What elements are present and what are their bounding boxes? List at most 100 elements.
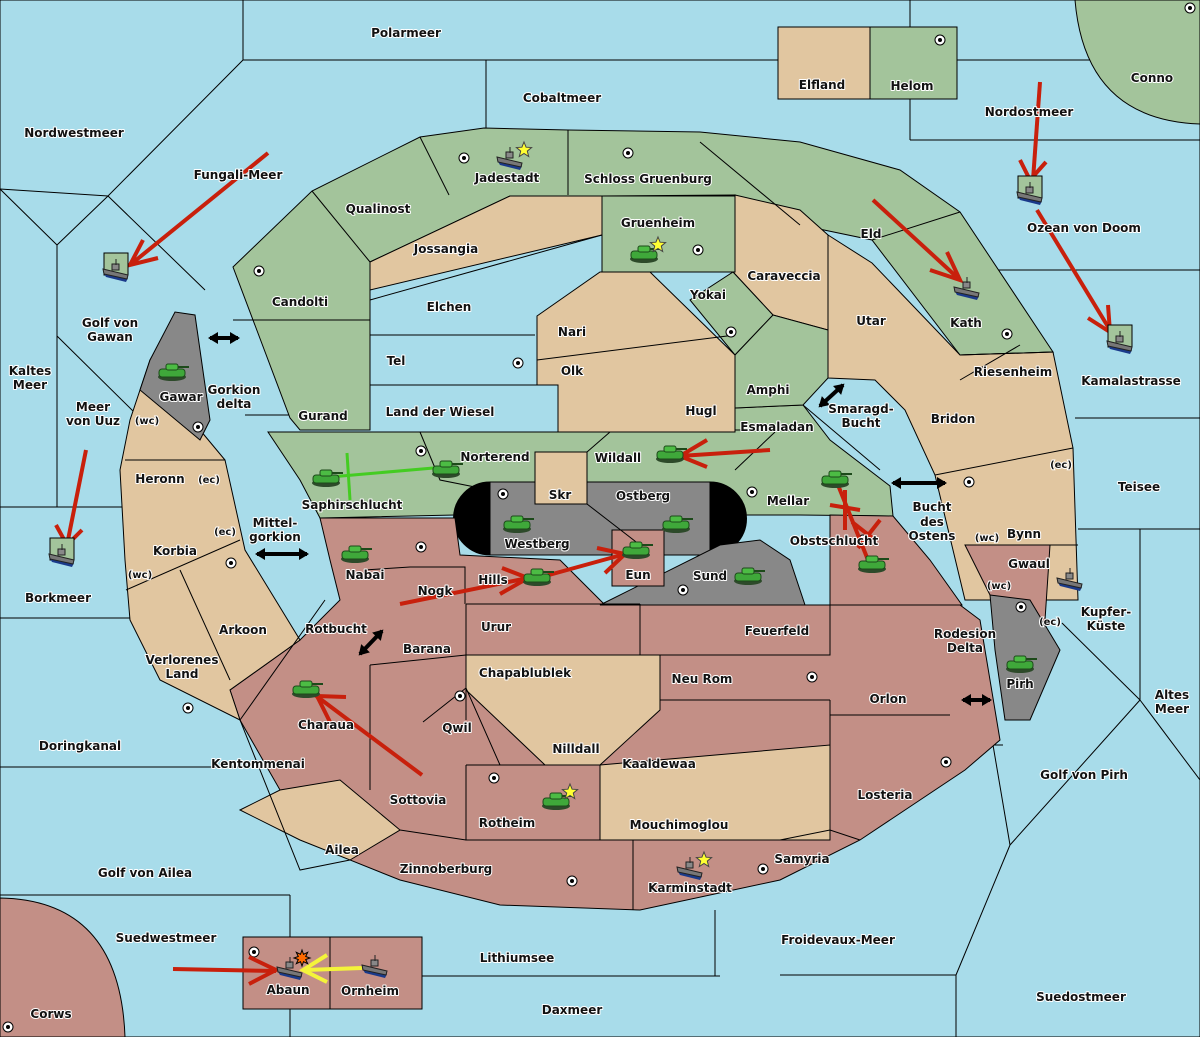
double-arrow-icon <box>208 332 240 344</box>
label-skr: Skr <box>549 488 572 502</box>
label-eun: Eun <box>625 568 650 582</box>
supply-center-icon <box>415 445 427 457</box>
label-hills: Hills <box>478 573 508 587</box>
fleet-unit[interactable] <box>676 850 713 880</box>
double-arrow-icon <box>818 383 845 408</box>
order-ornheim-support-abaun <box>304 966 363 972</box>
label-eld: Eld <box>861 227 882 241</box>
army-unit[interactable] <box>622 541 653 559</box>
order-ozean-to-kamala <box>1035 208 1112 332</box>
army-unit[interactable] <box>432 460 463 478</box>
label-gurand: Gurand <box>298 409 348 423</box>
province-skr-top[interactable] <box>534 451 588 505</box>
arrowhead <box>126 239 159 269</box>
label-rotbucht: Rotbucht <box>305 622 367 636</box>
label-bridon: Bridon <box>931 412 976 426</box>
army-unit[interactable] <box>341 545 372 563</box>
label-lithiumsee: Lithiumsee <box>480 951 555 965</box>
tank-icon <box>432 460 463 478</box>
fleet-unit[interactable] <box>1106 324 1133 354</box>
province-amphi[interactable] <box>734 314 829 409</box>
label-jossangia: Jossangia <box>413 242 478 256</box>
tank-icon <box>630 245 661 263</box>
tank-icon <box>503 515 534 533</box>
fleet-unit[interactable] <box>953 277 980 300</box>
label-ornheim: Ornheim <box>341 984 399 998</box>
label-tel: Tel <box>387 354 406 368</box>
tank-icon <box>734 567 765 585</box>
army-unit[interactable] <box>662 515 693 533</box>
ship-icon <box>1016 182 1043 205</box>
labels: Polarmeer Cobaltmeer Nordwestmeer Fungal… <box>8 25 1190 1022</box>
province-gruenheim[interactable] <box>601 195 736 273</box>
army-unit[interactable] <box>734 567 765 585</box>
label-qualinost: Qualinost <box>346 202 411 216</box>
fleet-unit[interactable] <box>48 537 75 567</box>
fleet-unit[interactable] <box>361 955 388 978</box>
label-gruenheim: Gruenheim <box>621 216 695 230</box>
supply-center-icon <box>1184 2 1196 14</box>
fleet-unit[interactable] <box>1056 568 1083 591</box>
label-helom: Helom <box>890 79 933 93</box>
army-unit[interactable] <box>523 568 554 586</box>
province-sund[interactable] <box>599 539 806 606</box>
label-utar: Utar <box>856 314 886 328</box>
army-unit[interactable] <box>503 515 534 533</box>
fleet-unit[interactable] <box>1016 175 1043 205</box>
fleet-unit[interactable] <box>496 140 533 170</box>
label-smaragd-1: Smaragd- <box>828 402 893 416</box>
ship-icon <box>676 857 703 880</box>
label-candolti: Candolti <box>272 295 328 309</box>
label-ailea: Ailea <box>325 843 359 857</box>
label-abaun: Abaun <box>266 983 309 997</box>
fleet-unit[interactable] <box>102 252 129 282</box>
army-unit[interactable] <box>656 445 687 463</box>
star-icon <box>561 782 579 800</box>
support-crossbar <box>345 452 352 501</box>
label-saphir: Saphirschlucht <box>302 498 403 512</box>
label-bucht-3: Ostens <box>909 529 956 543</box>
arrowhead <box>248 955 281 986</box>
label-golf-gawan-1: Golf von <box>82 316 138 330</box>
supply-center-icon <box>677 584 689 596</box>
order-uuz-to-bork <box>65 449 88 546</box>
label-caraveccia: Caraveccia <box>747 269 820 283</box>
label-ozean: Ozean von Doom <box>1027 221 1141 235</box>
label-ostberg: Ostberg <box>616 489 670 503</box>
label-suedostmeer: Suedostmeer <box>1036 990 1126 1004</box>
province-conno[interactable] <box>1074 0 1200 125</box>
fleet-unit[interactable] <box>276 948 312 980</box>
tank-icon <box>292 680 323 698</box>
label-esmaladan: Esmaladan <box>740 420 813 434</box>
supply-center-icon <box>454 690 466 702</box>
label-altes-1: Altes <box>1155 688 1189 702</box>
label-amphi: Amphi <box>746 383 789 397</box>
label-qwil: Qwil <box>442 721 472 735</box>
supply-center-icon <box>458 152 470 164</box>
army-unit[interactable] <box>542 782 579 810</box>
army-unit[interactable] <box>158 363 189 381</box>
army-unit[interactable] <box>858 555 889 573</box>
army-unit[interactable] <box>292 680 323 698</box>
arrowhead <box>929 251 964 284</box>
province-corws[interactable] <box>0 897 126 1037</box>
order-nogk-to-hills <box>399 576 529 606</box>
army-unit[interactable] <box>1006 655 1037 673</box>
label-gorkion-1: Gorkion <box>208 383 261 397</box>
province-borders <box>125 130 1078 910</box>
army-unit[interactable] <box>821 470 852 488</box>
label-orlon: Orlon <box>869 692 906 706</box>
supply-center-icon <box>182 702 194 714</box>
supply-center-icon <box>746 486 758 498</box>
supply-center-icon <box>566 875 578 887</box>
label-sund: Sund <box>693 569 727 583</box>
army-unit[interactable] <box>312 469 343 487</box>
label-westberg: Westberg <box>504 537 569 551</box>
label-gwaul: Gwaul <box>1008 557 1050 571</box>
order-eld-to-kath <box>871 198 962 282</box>
label-suedwestmeer: Suedwestmeer <box>116 931 217 945</box>
army-unit[interactable] <box>630 235 667 263</box>
label-verlorenes-2: Land <box>166 667 199 681</box>
